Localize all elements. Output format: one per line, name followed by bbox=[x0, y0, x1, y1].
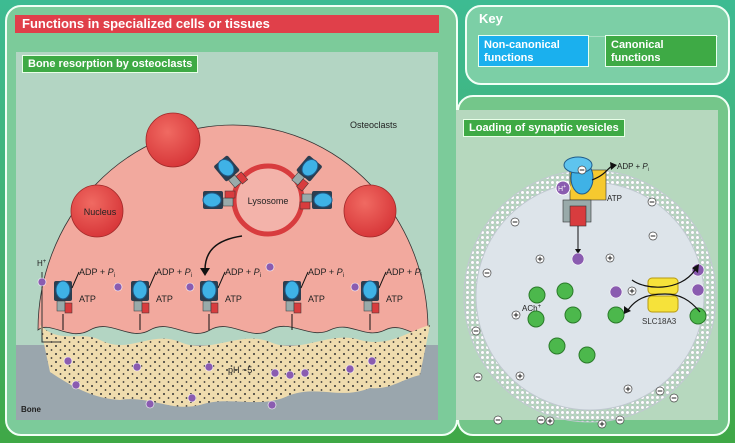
v-atpase-pump bbox=[54, 280, 73, 314]
adp-pi-label: ADP + Pi bbox=[225, 267, 261, 279]
proton bbox=[267, 400, 277, 410]
vesicle-panel-title: Loading of synaptic vesicles bbox=[463, 119, 625, 137]
atp-label: ATP bbox=[156, 294, 173, 304]
trafficking-arrow bbox=[204, 235, 243, 271]
acetylcholine bbox=[564, 306, 582, 324]
v-atpase-pump bbox=[200, 280, 219, 314]
positive-charge-icon bbox=[545, 416, 555, 426]
acetylcholine bbox=[528, 286, 546, 304]
adp-pi-label: ADP + Pi bbox=[308, 267, 344, 279]
proton bbox=[345, 364, 355, 374]
negative-charge-icon bbox=[647, 197, 657, 207]
negative-charge-icon bbox=[510, 217, 520, 227]
key-label: Non-canonical bbox=[484, 39, 560, 51]
adp-pi-label: ADP + Pi bbox=[386, 267, 422, 279]
positive-charge-icon bbox=[511, 310, 521, 320]
proton bbox=[71, 380, 81, 390]
proton bbox=[285, 370, 295, 380]
positive-charge-icon bbox=[605, 253, 615, 263]
acetylcholine bbox=[527, 310, 545, 328]
proton bbox=[571, 252, 585, 266]
atp-label: ATP bbox=[225, 294, 242, 304]
proton bbox=[204, 362, 214, 372]
proton bbox=[37, 277, 47, 287]
proton-label: H+ bbox=[37, 259, 47, 268]
proton-label: H+ bbox=[558, 184, 566, 193]
key-title: Key bbox=[479, 11, 503, 26]
v-atpase-pump bbox=[202, 190, 236, 209]
proton bbox=[555, 180, 571, 196]
proton bbox=[265, 262, 275, 272]
v-atpase-pump bbox=[214, 155, 249, 188]
positive-charge-icon bbox=[597, 419, 607, 429]
atp-label: ATP bbox=[386, 294, 403, 304]
negative-charge-icon bbox=[648, 231, 658, 241]
nucleus-label: Nucleus bbox=[84, 207, 117, 217]
proton bbox=[300, 368, 310, 378]
adp-pi-label: ADP + Pi bbox=[156, 267, 192, 279]
adp-pi-label: ADP + Pi bbox=[79, 267, 115, 279]
mineral-dots bbox=[40, 325, 430, 407]
atp-label: ATP bbox=[607, 194, 622, 203]
v-atpase-pump bbox=[361, 280, 380, 314]
key-divider bbox=[478, 36, 718, 37]
slc18a3-label: SLC18A3 bbox=[642, 317, 677, 326]
v-atpase-pump bbox=[299, 191, 333, 210]
proton bbox=[185, 282, 195, 292]
acetylcholine bbox=[689, 307, 707, 325]
ph-label: pH ~5 bbox=[228, 365, 252, 375]
negative-charge-icon bbox=[493, 415, 503, 425]
negative-charge-icon bbox=[536, 415, 546, 425]
acetylcholine bbox=[548, 337, 566, 355]
slc18a3-transporter bbox=[647, 277, 679, 313]
acetylcholine bbox=[556, 282, 574, 300]
proton bbox=[609, 285, 623, 299]
ach-label: ACh+ bbox=[522, 304, 542, 313]
key-label: functions bbox=[484, 52, 534, 64]
osteoclasts-label: Osteoclasts bbox=[350, 120, 398, 130]
negative-charge-icon bbox=[615, 415, 625, 425]
negative-charge-icon bbox=[577, 165, 587, 175]
nucleus bbox=[343, 184, 397, 238]
page-title: Functions in specialized cells or tissue… bbox=[15, 15, 439, 33]
key-canonical: Canonical functions bbox=[605, 35, 717, 67]
proton bbox=[113, 282, 123, 292]
atp-label: ATP bbox=[79, 294, 96, 304]
proton bbox=[145, 399, 155, 409]
proton bbox=[691, 283, 705, 297]
key-noncanonical: Non-canonical functions bbox=[478, 35, 589, 67]
positive-charge-icon bbox=[627, 286, 637, 296]
atp-label: ATP bbox=[308, 294, 325, 304]
proton bbox=[367, 356, 377, 366]
negative-charge-icon bbox=[482, 268, 492, 278]
key-label: Canonical bbox=[611, 39, 664, 51]
proton bbox=[270, 368, 280, 378]
adp-pi-label: ADP + Pi bbox=[617, 162, 649, 173]
nucleus bbox=[145, 112, 201, 168]
v-atpase-pump bbox=[283, 280, 302, 314]
nucleus bbox=[70, 184, 124, 238]
proton bbox=[132, 362, 142, 372]
positive-charge-icon bbox=[515, 371, 525, 381]
acetylcholine bbox=[578, 346, 596, 364]
positive-charge-icon bbox=[623, 384, 633, 394]
v-atpase-pump bbox=[291, 155, 322, 192]
negative-charge-icon bbox=[655, 386, 665, 396]
proton bbox=[350, 282, 360, 292]
negative-charge-icon bbox=[669, 393, 679, 403]
key-label: functions bbox=[611, 52, 661, 64]
v-atpase-pump bbox=[131, 280, 150, 314]
acetylcholine bbox=[607, 306, 625, 324]
bone-label: Bone bbox=[21, 405, 42, 414]
proton bbox=[63, 356, 73, 366]
arrow-head bbox=[200, 268, 210, 276]
negative-charge-icon bbox=[473, 372, 483, 382]
proton bbox=[187, 393, 197, 403]
positive-charge-icon bbox=[535, 254, 545, 264]
bone-panel-title: Bone resorption by osteoclasts bbox=[22, 55, 199, 73]
lysosome-label: Lysosome bbox=[248, 196, 289, 206]
negative-charge-icon bbox=[471, 326, 481, 336]
